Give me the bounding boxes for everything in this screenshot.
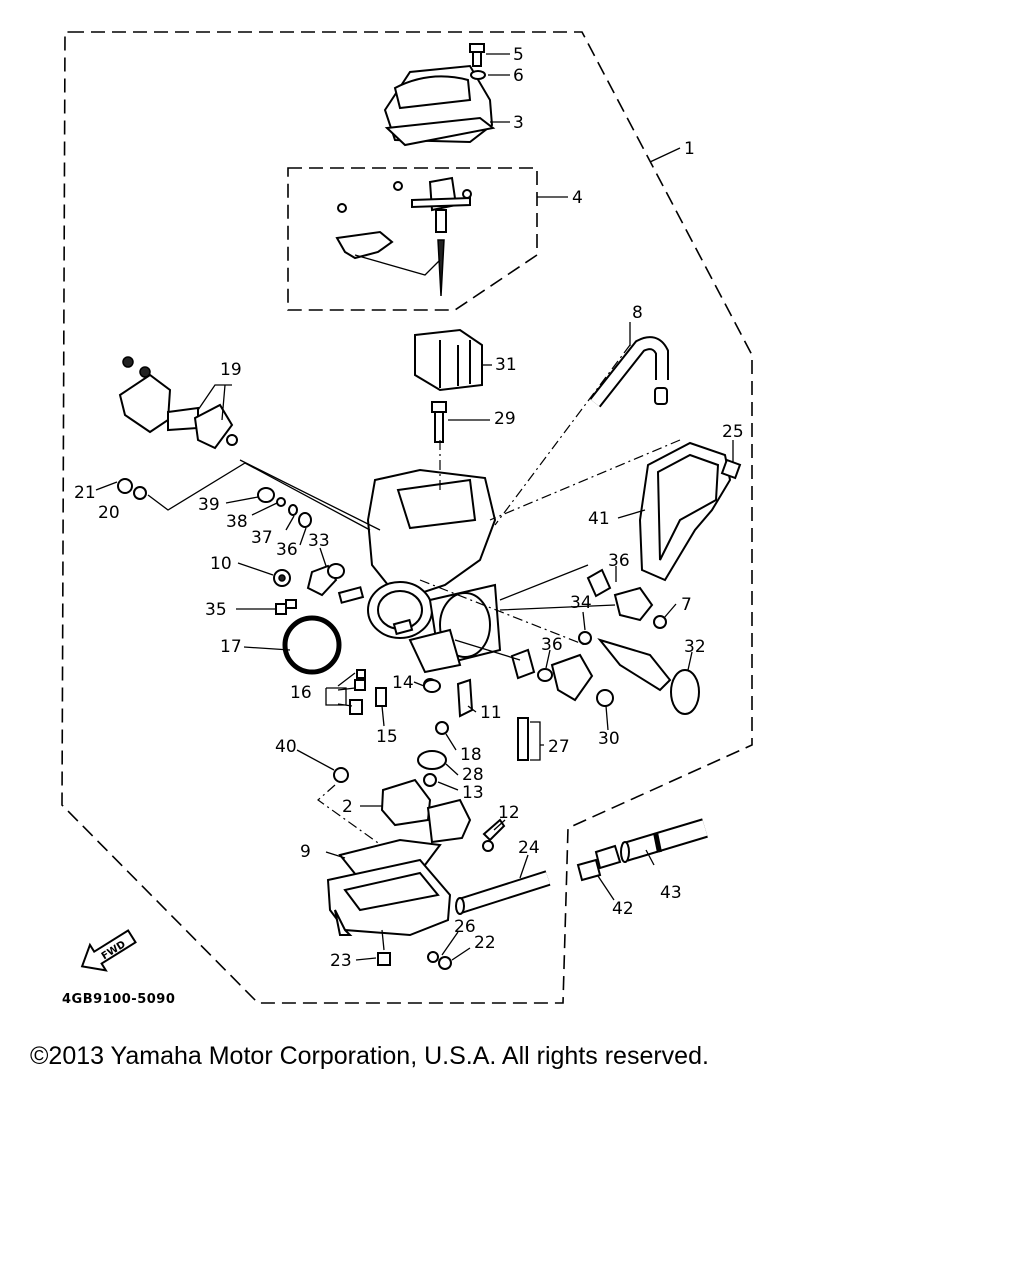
tube-part-43 — [620, 818, 708, 863]
pilot-screw-part-27 — [517, 717, 529, 761]
jet-part-15 — [375, 687, 387, 707]
leader-19 — [197, 384, 232, 421]
oring-part-37 — [288, 504, 298, 516]
callout-15: 15 — [376, 727, 398, 747]
callout-41: 41 — [588, 509, 610, 529]
tube-part-24 — [455, 870, 551, 915]
callout-14: 14 — [392, 673, 414, 693]
callout-39: 39 — [198, 495, 220, 515]
callout-7: 7 — [681, 595, 692, 615]
cap-part-39 — [257, 487, 275, 503]
lever-part-7-assembly — [613, 586, 654, 622]
callout-25: 25 — [722, 422, 744, 442]
screw-part-21 — [117, 478, 133, 494]
callout-6: 6 — [513, 66, 524, 86]
callout-10: 10 — [210, 554, 232, 574]
side-cover-part-41 — [638, 441, 732, 582]
screw-part-22 — [438, 956, 452, 970]
carburetor-body — [337, 468, 502, 692]
callout-11: 11 — [480, 703, 502, 723]
callout-38: 38 — [226, 512, 248, 532]
callout-1: 1 — [684, 139, 695, 159]
callout-2: 2 — [342, 797, 353, 817]
jet-part-16 — [349, 669, 366, 715]
fitting-part-42 — [576, 844, 622, 882]
callout-17: 17 — [220, 637, 242, 657]
spring-part-36-right — [586, 568, 612, 598]
callout-31: 31 — [495, 355, 517, 375]
callout-37: 37 — [251, 528, 273, 548]
callout-28: 28 — [462, 765, 484, 785]
callout-5: 5 — [513, 45, 524, 65]
float-bowl — [326, 858, 452, 937]
callout-36-left: 36 — [276, 540, 298, 560]
screw-part-25 — [720, 458, 742, 480]
cam-part-30-assembly — [550, 653, 594, 702]
assembly-boundary — [61, 31, 753, 1004]
screw-part-29 — [431, 401, 447, 443]
callout-18: 18 — [460, 745, 482, 765]
washer-part-26 — [427, 951, 439, 963]
screw-part-35 — [275, 599, 297, 615]
screw-part-5 — [469, 43, 485, 67]
callout-40: 40 — [275, 737, 297, 757]
callout-labels: 1 2 3 4 5 6 7 8 9 10 11 12 13 14 15 16 1… — [74, 45, 744, 971]
callout-16: 16 — [290, 683, 312, 703]
clip-part-7 — [653, 615, 667, 629]
washer-part-6 — [470, 70, 486, 80]
callout-13: 13 — [462, 783, 484, 803]
throttle-stop-part-32 — [597, 638, 700, 715]
top-cover-part — [383, 64, 496, 147]
callout-42: 42 — [612, 899, 634, 919]
copyright-notice: ©2013 Yamaha Motor Corporation, U.S.A. A… — [30, 1042, 709, 1070]
needle-set-boundary — [287, 167, 538, 311]
callout-32: 32 — [684, 637, 706, 657]
leader-lines — [95, 53, 734, 961]
float-part-2 — [380, 778, 472, 844]
spring-part-36-lower — [510, 648, 536, 680]
callout-26: 26 — [454, 917, 476, 937]
callout-36-right: 36 — [608, 551, 630, 571]
screw-part-23 — [377, 952, 391, 966]
jet-part-14 — [423, 679, 441, 693]
callout-9: 9 — [300, 842, 311, 862]
jet-part-18 — [435, 721, 449, 735]
washer-part-36-left — [298, 512, 312, 528]
callout-12: 12 — [498, 803, 520, 823]
needle-set-part — [335, 176, 472, 297]
callout-8: 8 — [632, 303, 643, 323]
needle-jet-part-11 — [456, 678, 474, 718]
callout-22: 22 — [474, 933, 496, 953]
fwd-arrow: FWD — [80, 929, 137, 972]
plug-part-30 — [596, 689, 614, 707]
part-code: 4GB9100-5090 — [62, 992, 175, 1007]
callout-3: 3 — [513, 113, 524, 133]
washer-part-20 — [133, 486, 147, 500]
callout-43: 43 — [660, 883, 682, 903]
needle-valve-part-13 — [423, 773, 437, 787]
drain-part-40 — [333, 767, 349, 783]
callout-20: 20 — [98, 503, 120, 523]
callout-24: 24 — [518, 838, 540, 858]
callout-36-lower: 36 — [541, 635, 563, 655]
callout-19: 19 — [220, 360, 242, 380]
callout-4: 4 — [572, 188, 583, 208]
valve-seat-part-28 — [417, 750, 447, 770]
block-part-31 — [414, 328, 483, 392]
washer-part-34 — [578, 631, 592, 645]
oring-part-17 — [282, 615, 342, 675]
callout-33: 33 — [308, 531, 330, 551]
callout-30: 30 — [598, 729, 620, 749]
callout-35: 35 — [205, 600, 227, 620]
callout-23: 23 — [330, 951, 352, 971]
callout-34: 34 — [570, 593, 592, 613]
washer-part-38 — [276, 497, 286, 507]
callout-29: 29 — [494, 409, 516, 429]
carburetor-exploded-diagram: FWD — [61, 31, 753, 1007]
callout-27: 27 — [548, 737, 570, 757]
callout-21: 21 — [74, 483, 96, 503]
